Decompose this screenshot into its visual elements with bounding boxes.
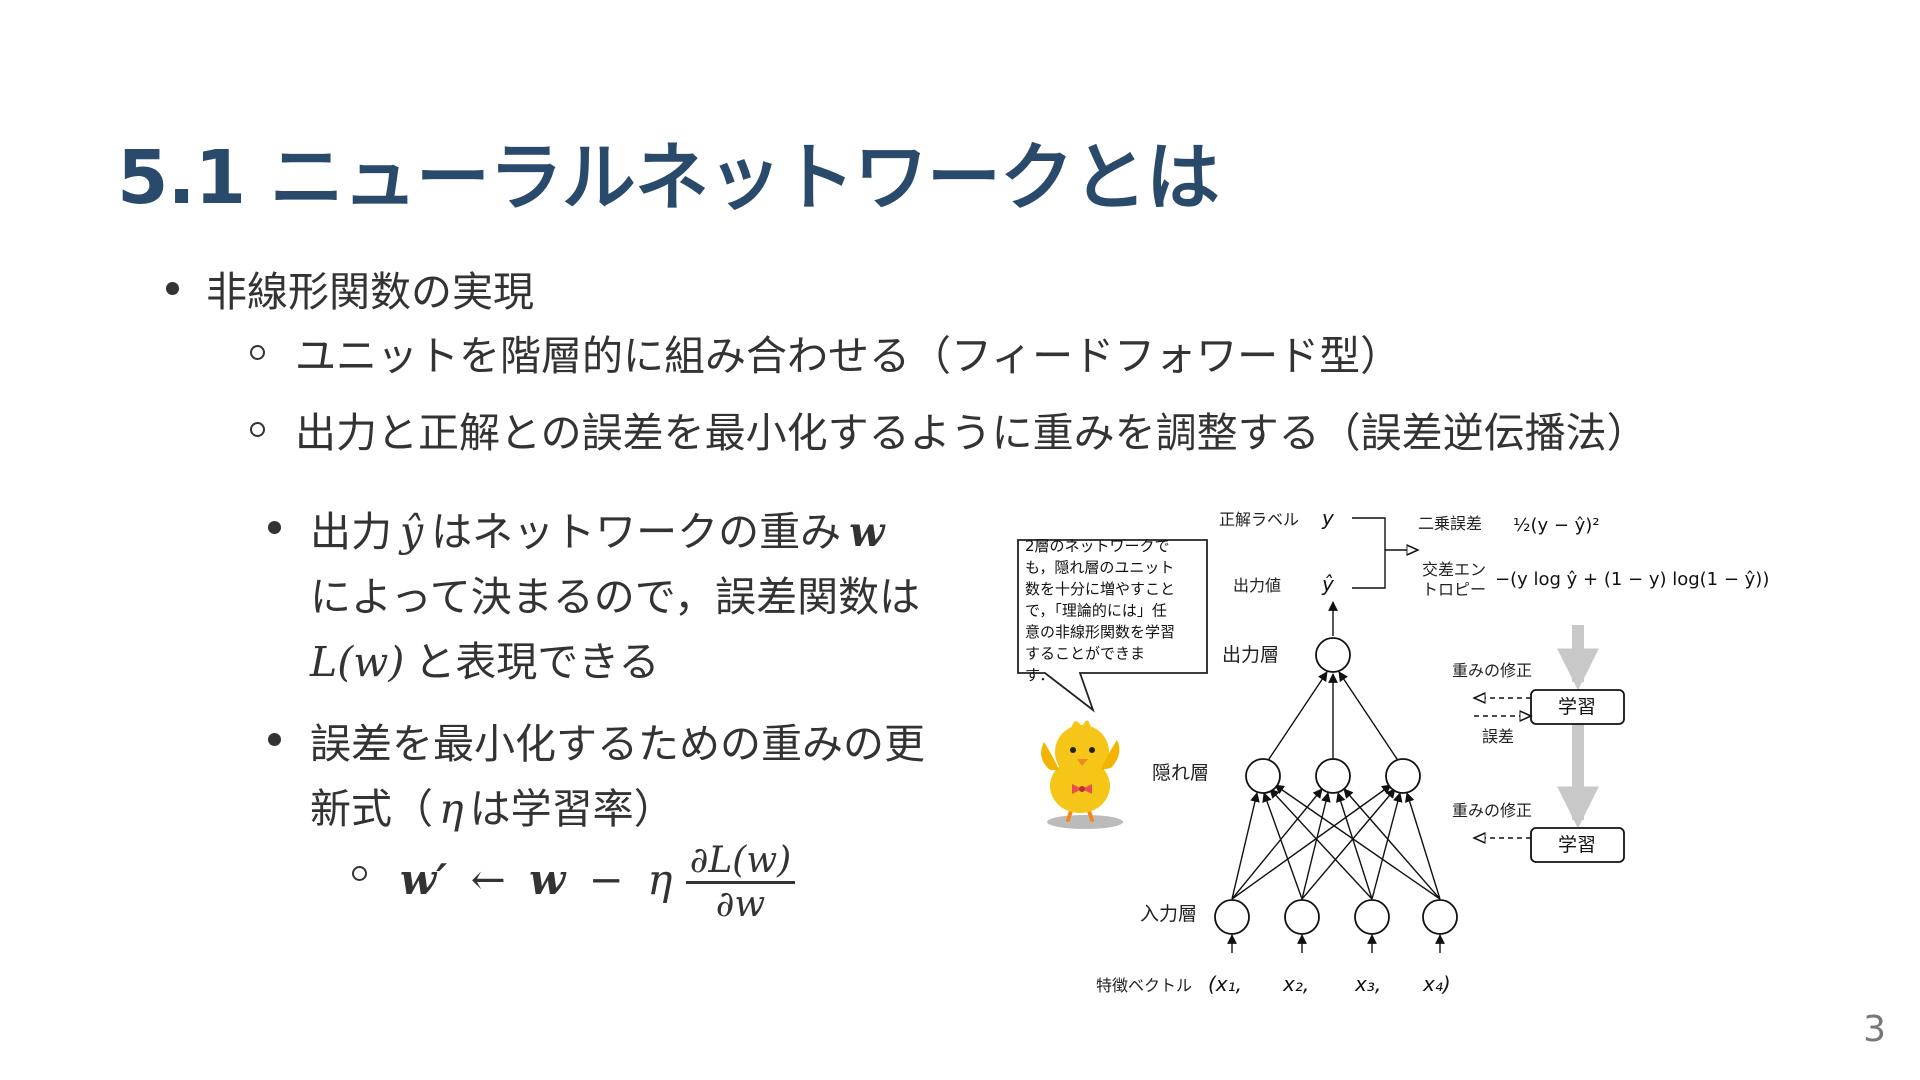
bullet-dot bbox=[166, 282, 179, 295]
cross-entropy-formula: −(y log ŷ + (1 − y) log(1 − ŷ)) bbox=[1495, 569, 1769, 590]
label-input-layer: 入力層 bbox=[1140, 903, 1197, 925]
text-update-formula: 新式（ bbox=[310, 785, 433, 833]
math-arrow: ← bbox=[470, 855, 506, 904]
math-yhat: ŷ bbox=[400, 508, 424, 556]
math-w: w bbox=[849, 508, 885, 556]
label-output-value: 出力値 bbox=[1233, 576, 1281, 595]
squared-error-formula: ½(y − ŷ)² bbox=[1513, 515, 1600, 536]
learn-box-label: 学習 bbox=[1558, 696, 1596, 718]
bullet-feedforward: ユニットを階層的に組み合わせる（フィードフォワード型） bbox=[295, 332, 1402, 380]
update-rule-line1: 誤差を最小化するための重みの更 bbox=[310, 720, 925, 768]
var-y: y bbox=[1321, 506, 1335, 530]
label-hidden-layer: 隠れ層 bbox=[1152, 762, 1209, 784]
learn-box bbox=[1530, 689, 1625, 725]
bullet-dot bbox=[268, 733, 281, 746]
math-minus: − bbox=[588, 855, 624, 904]
update-formula: w′ ← w − η ∂L(w) ∂w bbox=[400, 840, 796, 925]
hidden-node bbox=[1315, 758, 1351, 794]
text-can-express: と表現できる bbox=[414, 638, 660, 686]
label-error: 誤差 bbox=[1482, 727, 1514, 746]
feature-label: x₄) bbox=[1422, 972, 1451, 996]
label-squared-error: 二乗誤差 bbox=[1418, 514, 1482, 533]
label-output-layer: 出力層 bbox=[1222, 644, 1279, 666]
speech-line: することができま bbox=[1025, 645, 1145, 663]
label-feature-vector: 特徴ベクトル bbox=[1096, 976, 1192, 995]
sub-bullet-circle bbox=[250, 422, 265, 437]
sub-bullet-circle bbox=[250, 345, 265, 360]
math-fraction: ∂L(w) ∂w bbox=[685, 840, 796, 925]
feature-label: x₃, bbox=[1354, 972, 1381, 996]
input-node bbox=[1284, 899, 1320, 935]
input-node bbox=[1214, 899, 1250, 935]
output-depends-line3: L(w)と表現できる bbox=[310, 628, 660, 688]
page-number: 3 bbox=[1863, 1009, 1886, 1050]
learn-box bbox=[1530, 827, 1625, 863]
hidden-node bbox=[1385, 758, 1421, 794]
learn-box-label: 学習 bbox=[1558, 834, 1596, 856]
speech-text: 2層のネットワークでも，隠れ層のユニット数を十分に増やすことで，「理論的には」任… bbox=[1025, 537, 1175, 684]
output-node bbox=[1315, 637, 1351, 673]
text-network-weight: はネットワークの重み bbox=[431, 508, 842, 556]
slide-title: 5.1 ニューラルネットワークとは bbox=[117, 135, 1220, 221]
feature-labels: (x₁, x₂, x₃, x₄) bbox=[1208, 972, 1451, 996]
input-node bbox=[1422, 899, 1458, 935]
label-correct: 正解ラベル bbox=[1219, 510, 1299, 529]
text-output: 出力 bbox=[310, 508, 392, 556]
speech-line: 意の非線形関数を学習 bbox=[1025, 623, 1175, 641]
output-depends-line2: によって決まるので，誤差関数は bbox=[310, 573, 921, 621]
bullet-dot bbox=[268, 521, 281, 534]
bullet-nonlinear: 非線形関数の実現 bbox=[206, 268, 534, 316]
speech-line: 数を十分に増やすこと bbox=[1025, 580, 1175, 598]
speech-line: も，隠れ層のユニット bbox=[1025, 559, 1174, 577]
feature-label: (x₁, bbox=[1208, 972, 1242, 996]
speech-line: す． bbox=[1025, 666, 1054, 684]
math-L-of-w: L(w) bbox=[310, 638, 405, 686]
bullet-backprop: 出力と正解との誤差を最小化するように重みを調整する（誤差逆伝播法） bbox=[295, 409, 1648, 457]
math-w-prime: w′ bbox=[400, 855, 448, 904]
math-w: w bbox=[529, 855, 566, 904]
hidden-node bbox=[1245, 758, 1281, 794]
label-cross-entropy: トロピー bbox=[1422, 580, 1486, 599]
label-weight-fix: 重みの修正 bbox=[1452, 661, 1532, 680]
math-numerator: ∂L(w) bbox=[685, 840, 796, 884]
math-eta: η bbox=[439, 785, 464, 833]
math-eta: η bbox=[647, 855, 673, 904]
input-node bbox=[1354, 899, 1390, 935]
speech-bubble: 2層のネットワークでも，隠れ層のユニット数を十分に増やすことで，「理論的には」任… bbox=[1017, 537, 1208, 713]
speech-line: で，「理論的には」任 bbox=[1025, 602, 1167, 620]
chick-mascot-icon bbox=[1041, 720, 1123, 829]
math-denominator: ∂w bbox=[715, 884, 766, 925]
label-cross-entropy: 交差エン bbox=[1422, 560, 1486, 579]
label-weight-fix: 重みの修正 bbox=[1452, 801, 1532, 820]
text-learning-rate: は学習率） bbox=[469, 785, 675, 833]
var-yhat: ŷ bbox=[1321, 572, 1335, 596]
speech-line: 2層のネットワークで bbox=[1025, 537, 1170, 555]
sub-bullet-circle bbox=[352, 866, 367, 881]
feature-label: x₂, bbox=[1282, 972, 1309, 996]
